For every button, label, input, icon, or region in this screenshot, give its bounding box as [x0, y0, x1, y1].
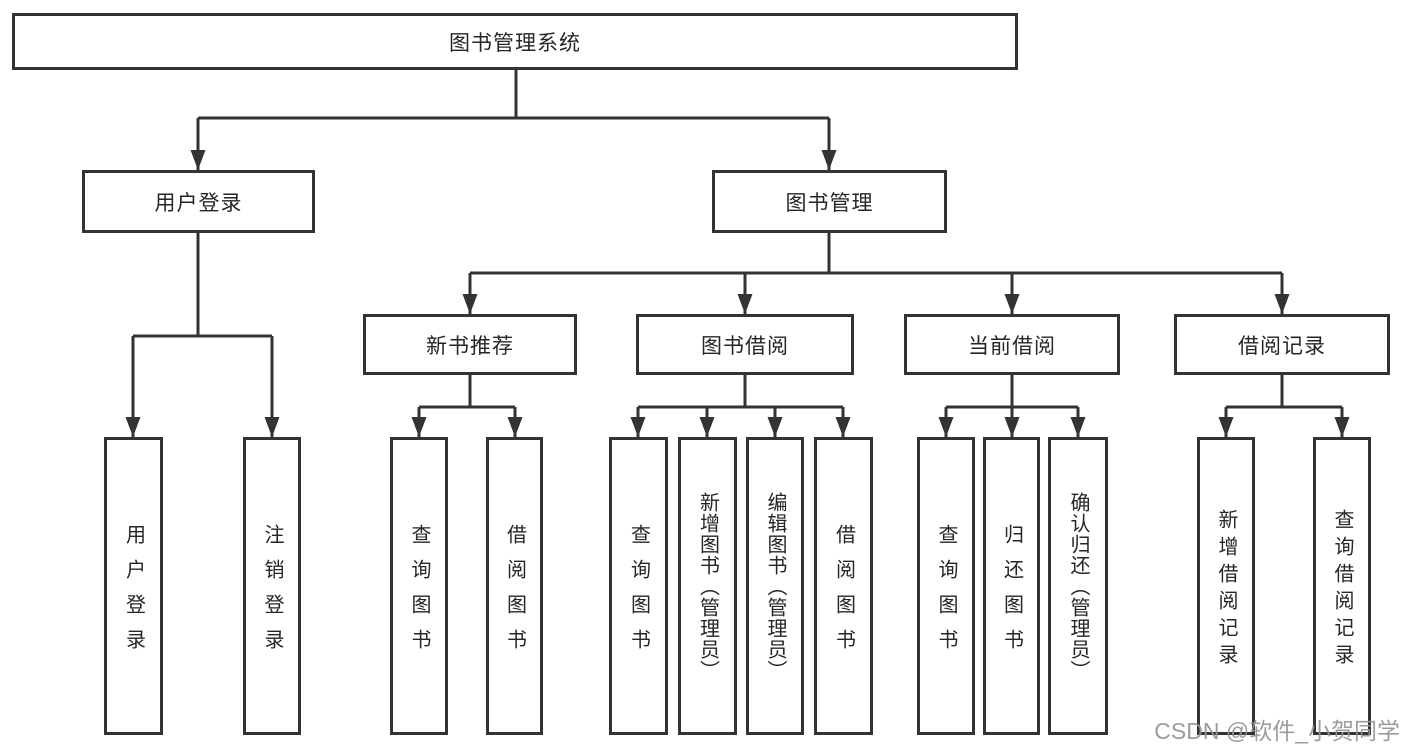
leaf-current-query-books: 查询图书: [917, 437, 975, 735]
node-label: 图书借阅: [701, 334, 789, 358]
leaf-logout: 注销登录: [243, 437, 301, 735]
leaf-label: 查询图书: [935, 523, 957, 664]
leaf-current-return-books: 归还图书: [983, 437, 1040, 735]
node-borrow-records: 借阅记录: [1174, 314, 1390, 375]
leaf-newrec-borrow-books: 借阅图书: [486, 437, 543, 735]
node-book-management: 图书管理: [712, 170, 947, 233]
leaf-label: 借阅图书: [832, 523, 855, 664]
node-label: 新书推荐: [426, 334, 514, 358]
connector-root-branch: [198, 70, 829, 120]
leaf-label: 注销登录: [261, 523, 283, 664]
node-library-management-system: 图书管理系统: [12, 13, 1018, 70]
leaf-label: 编辑图书（管理员）: [764, 492, 786, 681]
connector-current-borrow-branch: [946, 374, 1078, 409]
node-user-login: 用户登录: [82, 170, 315, 233]
leaf-newrec-query-books: 查询图书: [390, 437, 448, 735]
leaf-label: 新增图书（管理员）: [696, 492, 719, 681]
connector-borrow-records-branch: [1226, 374, 1342, 409]
leaf-label: 查询借阅记录: [1331, 508, 1353, 671]
leaf-label: 用户登录: [122, 523, 145, 664]
leaf-label: 新增借阅记录: [1215, 508, 1237, 671]
leaf-label: 确认归还（管理员）: [1067, 492, 1089, 681]
node-label: 用户登录: [154, 191, 243, 215]
leaf-borrow-edit-books-admin: 编辑图书（管理员）: [746, 437, 804, 735]
connector-book-management-branch: [470, 233, 1282, 275]
leaf-records-query-record: 查询借阅记录: [1313, 437, 1371, 735]
leaf-label: 归还图书: [1000, 523, 1023, 664]
node-label: 借阅记录: [1238, 334, 1326, 358]
leaf-user-login: 用户登录: [104, 437, 163, 735]
connector-new-book-recommend-branch: [419, 374, 515, 409]
leaf-label: 查询图书: [408, 523, 430, 664]
leaf-borrow-borrow-books: 借阅图书: [814, 437, 873, 735]
leaf-borrow-query-books: 查询图书: [609, 437, 668, 735]
leaf-label: 借阅图书: [503, 523, 526, 664]
node-label: 图书管理系统: [449, 31, 581, 55]
leaf-label: 查询图书: [627, 523, 650, 664]
csdn-watermark: CSDN @软件_小贺同学: [1154, 718, 1400, 744]
leaf-current-confirm-return-admin: 确认归还（管理员）: [1048, 437, 1108, 735]
node-current-borrow: 当前借阅: [904, 314, 1120, 375]
leaf-borrow-add-books-admin: 新增图书（管理员）: [678, 437, 737, 735]
node-label: 当前借阅: [968, 334, 1056, 358]
connector-user-login-branch: [133, 233, 272, 338]
leaf-records-add-record: 新增借阅记录: [1197, 437, 1255, 735]
node-new-book-recommend: 新书推荐: [363, 314, 577, 375]
node-book-borrow: 图书借阅: [636, 314, 854, 375]
node-label: 图书管理: [785, 191, 874, 215]
connector-book-borrow-branch: [638, 374, 843, 409]
